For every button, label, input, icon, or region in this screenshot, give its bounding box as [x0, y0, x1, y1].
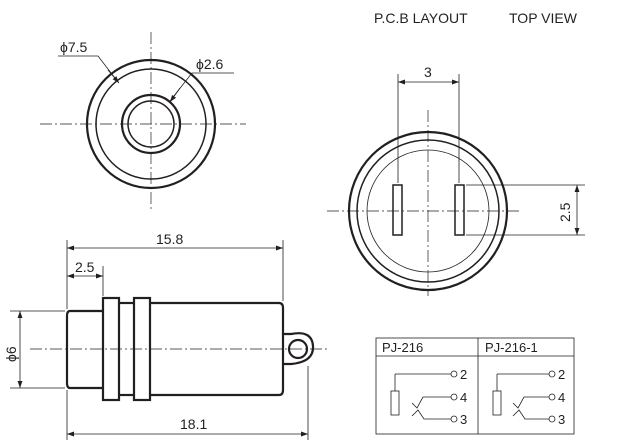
pin-label-1-2: 2: [460, 367, 467, 382]
pin-label-1-3: 3: [460, 412, 467, 427]
pin-offset-label: 2.5: [557, 202, 573, 222]
body-diameter-label: ϕ6: [3, 346, 19, 362]
pcb-layout-title: P.C.B LAYOUT: [374, 10, 468, 26]
schematic-table: PJ-216 PJ-216-1 2 4 3 2 4: [375, 337, 575, 435]
pin-spacing-label: 3: [424, 64, 432, 80]
pcb-pin-right: [454, 184, 465, 236]
pin-label-2-3: 3: [558, 412, 565, 427]
front-offset-label: 2.5: [75, 259, 95, 275]
pin-label-1-4: 4: [460, 390, 467, 405]
model-name-1: PJ-216: [382, 340, 423, 355]
schematic-symbol-1: 2 4 3: [390, 367, 467, 427]
pin-label-2-2: 2: [558, 367, 565, 382]
outer-diameter-label: ϕ7.5: [60, 39, 88, 55]
pin-label-2-4: 4: [558, 390, 565, 405]
front-view: ϕ7.5 ϕ2.6: [40, 32, 246, 212]
top-view-title: TOP VIEW: [509, 10, 578, 26]
pcb-top-view: 3 2.5: [327, 64, 585, 296]
schematic-symbol-2: 2 4 3: [492, 367, 565, 427]
inner-diameter-label: ϕ2.6: [196, 56, 224, 72]
total-length-label: 18.1: [180, 416, 207, 432]
model-name-2: PJ-216-1: [485, 340, 538, 355]
overall-length-label: 15.8: [156, 231, 183, 247]
side-view: 15.8 2.5 ϕ6 18.1: [3, 231, 330, 440]
pcb-pin-left: [392, 184, 403, 236]
